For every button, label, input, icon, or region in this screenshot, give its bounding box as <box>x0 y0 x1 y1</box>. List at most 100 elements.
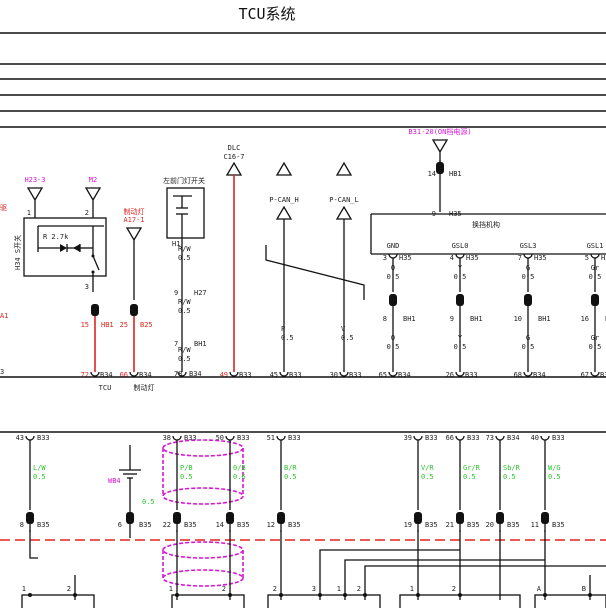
tcu-conn: B33 <box>184 434 197 442</box>
pin-dot-icon <box>543 593 547 597</box>
wire-color: P/B <box>180 464 193 472</box>
door-pin-2: 7 <box>174 340 178 348</box>
tcu-conn: B33 <box>467 434 480 442</box>
wire-color: 0/B <box>233 464 246 472</box>
door-conn-2: BH1 <box>194 340 207 348</box>
wire-size: 0.5 <box>522 343 535 351</box>
diode-icon <box>60 244 67 252</box>
wire-size: 0.5 <box>522 273 535 281</box>
selector-conn: H35 <box>601 254 606 262</box>
can-crossing <box>265 245 365 300</box>
tcu-pin: 65 <box>379 371 387 379</box>
tcu-pin: 68 <box>514 371 522 379</box>
connector-pin: M2 <box>89 176 97 184</box>
wire-size: 0.5 <box>463 473 476 481</box>
selector-pin: 3 <box>383 254 387 262</box>
wire-size: 0.5 <box>589 343 602 351</box>
box-pin: B <box>582 585 586 593</box>
h34-pin3: 3 <box>85 283 89 291</box>
connector-pin: B31-20(ON档电源) <box>408 127 471 136</box>
connector-icon <box>456 294 464 306</box>
wire-color: Y <box>458 334 463 342</box>
wire-color: Sb/R <box>503 464 521 472</box>
tcu-conn: B33 <box>289 371 302 379</box>
tcu-conn: B34 <box>507 434 520 442</box>
bottom-pin: 14 <box>216 521 224 529</box>
pin-terminal-icon <box>225 435 235 441</box>
door-size-3: 0.5 <box>178 355 191 363</box>
pin-dot-icon <box>175 593 179 597</box>
tcu-pin: 50 <box>216 434 224 442</box>
connector-name: DLC <box>228 144 241 152</box>
edge-label-low: 3 <box>0 368 4 376</box>
wire-color: G <box>526 334 530 342</box>
pin-dot-icon <box>318 593 322 597</box>
bottom-pin: 12 <box>267 521 275 529</box>
pin-terminal-icon <box>523 371 533 377</box>
tcu-conn: B33 <box>349 371 362 379</box>
connector-icon <box>26 512 34 524</box>
selector-hb1-conn: HB1 <box>449 170 462 178</box>
top-pin: 15 <box>81 321 89 329</box>
wire-color: B/R <box>284 464 297 472</box>
connector-icon <box>91 304 99 316</box>
door-conn-1: H27 <box>194 289 207 297</box>
bottom-label: 制动灯 <box>134 383 155 392</box>
bottom-conn: B35 <box>184 521 197 529</box>
tcu-conn: B33 <box>37 434 50 442</box>
tcu-conn: B33 <box>465 371 478 379</box>
wire-color: V/R <box>421 464 434 472</box>
pin-terminal-icon <box>25 435 35 441</box>
pin-dot-icon <box>588 593 592 597</box>
selector-hb1-pin: 14 <box>428 170 436 178</box>
bottom-pin: 8 <box>20 521 24 529</box>
pin-terminal-icon <box>276 435 286 441</box>
pin-dot-icon <box>416 593 420 597</box>
tcu-pin: 39 <box>404 434 412 442</box>
tcu-bus-lines <box>0 376 606 433</box>
diagram-title: TCU系统 <box>238 5 295 23</box>
selector-pin: 4 <box>450 254 454 262</box>
pin-terminal-icon <box>129 371 139 377</box>
wire-size: 0.5 <box>503 473 516 481</box>
tcu-conn: B33 <box>288 434 301 442</box>
wire-size: 0.5 <box>387 273 400 281</box>
box-pin: 2 <box>273 585 277 593</box>
bh-conn: BH1 <box>403 315 416 323</box>
box-pin: 1 <box>169 585 173 593</box>
door-switch-label: 左前门灯开关 <box>163 176 205 185</box>
wire-color: Gr <box>591 264 599 272</box>
pin-terminal-icon <box>177 371 187 377</box>
bh-pin: 10 <box>514 315 522 323</box>
door-wire-3: R/W <box>178 346 191 354</box>
ground-label: WB4 <box>108 477 121 485</box>
bottom-conn: B35 <box>552 521 565 529</box>
bh-conn: BH1 <box>470 315 483 323</box>
connector-name: 制动灯 <box>124 207 145 216</box>
pin-terminal-icon <box>339 371 349 377</box>
tcu-conn: B33 <box>239 371 252 379</box>
connector-icon <box>226 512 234 524</box>
connector-pin: P-CAN_H <box>269 196 299 204</box>
arrow-down-icon <box>431 139 449 154</box>
connector-icon <box>524 294 532 306</box>
wire-size: 0.5 <box>454 273 467 281</box>
wire-color: P <box>281 325 285 333</box>
selector-conn: H35 <box>466 254 479 262</box>
top-conn: HB1 <box>101 321 114 329</box>
door-size-1: 0.5 <box>178 254 191 262</box>
pin-dot-icon <box>28 593 32 597</box>
box-pin: 2 <box>67 585 71 593</box>
connector-pin: C16-7 <box>223 153 244 161</box>
top-bus-lines <box>0 32 606 128</box>
arrow-up-icon <box>275 205 293 220</box>
wire-size: 0.5 <box>548 473 561 481</box>
ground-conn: B35 <box>139 521 152 529</box>
tcu-pin: 49 <box>220 371 228 379</box>
tcu-pin: 72 <box>81 371 89 379</box>
selector-pin: 5 <box>585 254 589 262</box>
